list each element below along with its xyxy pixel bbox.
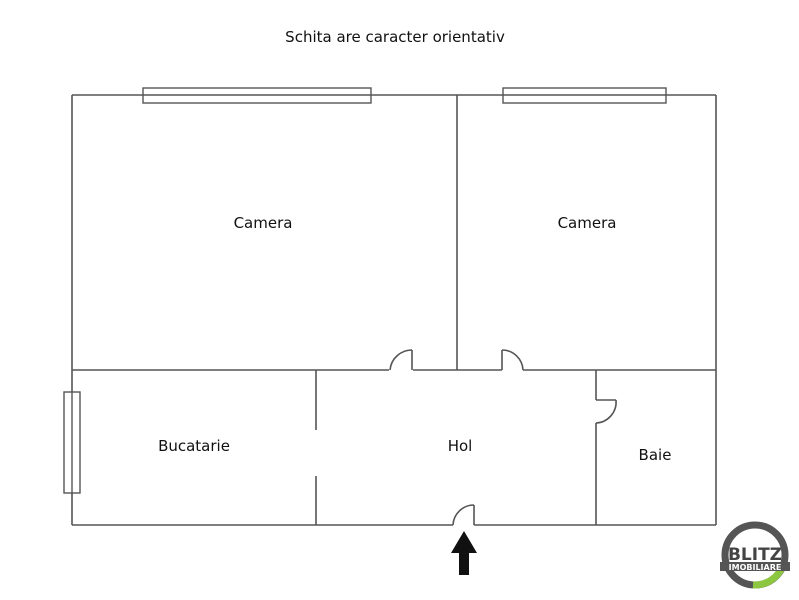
room-label-camera-right: Camera — [558, 214, 617, 232]
room-label-bucatarie: Bucatarie — [158, 437, 230, 455]
windows — [63, 87, 667, 494]
door-entrance — [452, 504, 475, 526]
logo-text-blitz: BLITZ — [728, 545, 782, 565]
logo-text-imobiliare: IMOBILIARE — [729, 563, 782, 572]
window-top-left — [142, 87, 372, 104]
window-top-right — [502, 87, 667, 104]
room-label-hol: Hol — [448, 437, 473, 455]
doors — [389, 349, 617, 526]
room-label-camera-left: Camera — [234, 214, 293, 232]
door-camera-left — [389, 349, 413, 371]
room-label-baie: Baie — [639, 446, 672, 464]
entrance-arrow-icon — [451, 531, 477, 575]
door-camera-right — [501, 349, 524, 371]
walls — [71, 94, 717, 526]
blitz-logo: BLITZ IMOBILIARE — [720, 521, 790, 589]
door-baie — [595, 399, 617, 424]
window-kitchen — [63, 391, 81, 494]
plan-title: Schita are caracter orientativ — [285, 28, 505, 46]
